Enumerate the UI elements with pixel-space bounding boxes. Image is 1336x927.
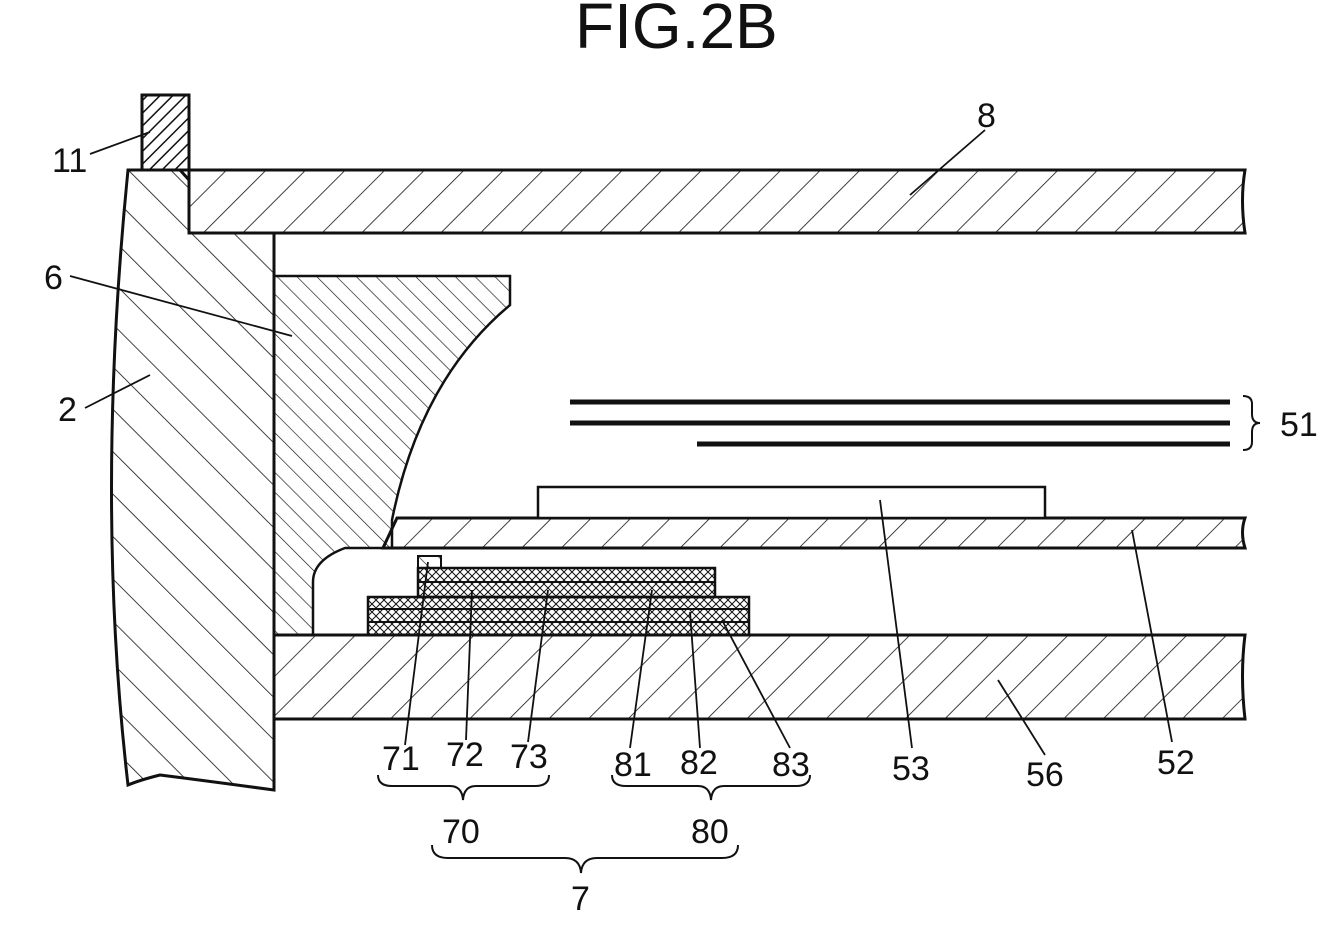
label-51: 51	[1280, 406, 1318, 444]
label-70: 70	[442, 813, 480, 851]
part-8-plate	[189, 170, 1245, 233]
label-80: 80	[691, 813, 729, 851]
label-83: 83	[772, 746, 810, 784]
layer-71-tab	[418, 556, 441, 568]
label-11: 11	[52, 142, 87, 180]
brace-70	[378, 775, 549, 800]
part-2-frame	[112, 170, 275, 790]
label-2: 2	[58, 391, 77, 429]
label-71: 71	[382, 740, 420, 778]
label-52: 52	[1157, 744, 1195, 782]
part-53-block	[538, 487, 1045, 518]
label-81: 81	[614, 746, 652, 784]
figure-title: FIG.2B	[575, 0, 778, 62]
label-72: 72	[446, 736, 484, 774]
label-8: 8	[977, 97, 996, 135]
label-56: 56	[1026, 756, 1064, 794]
label-73: 73	[510, 738, 548, 776]
label-7: 7	[571, 880, 590, 918]
label-53: 53	[892, 750, 930, 788]
part-56-substrate	[274, 635, 1245, 719]
label-82: 82	[680, 744, 718, 782]
part-52-plate	[383, 518, 1245, 548]
brace-51	[1243, 396, 1260, 450]
label-6: 6	[44, 259, 63, 297]
